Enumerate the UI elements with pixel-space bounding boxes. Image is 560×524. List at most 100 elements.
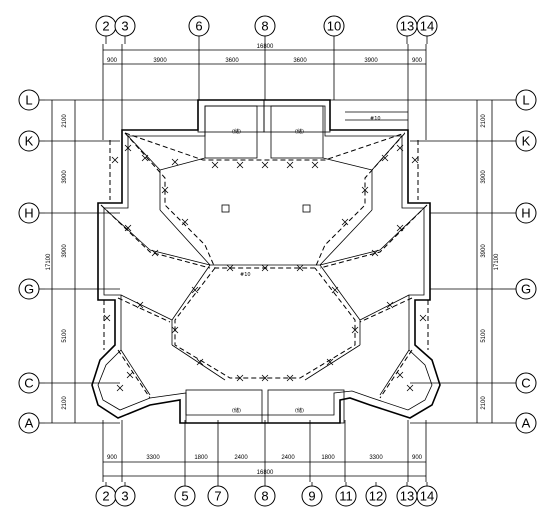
room-label-c: (储) xyxy=(232,407,241,414)
right-dimension-lines xyxy=(330,99,500,424)
room-label-a: (储) xyxy=(232,128,241,135)
air-terminal-cross xyxy=(341,218,349,226)
top-dimensions: 16800 900 3900 3600 3600 3900 900 xyxy=(107,44,423,64)
bottom-dim-5: 2400 xyxy=(281,455,295,461)
bottom-dim-6: 1800 xyxy=(321,455,335,461)
top-axis-2: 2 xyxy=(102,19,109,34)
air-terminal-cross xyxy=(371,249,379,257)
air-terminal-cross xyxy=(286,161,294,169)
left-total-dim: 17100 xyxy=(46,253,52,270)
air-terminal-cross xyxy=(261,161,269,169)
air-terminal-cross xyxy=(351,326,359,334)
air-terminal-cross xyxy=(236,374,244,382)
annotations: (储) (储) (储) (储) #10 #10 xyxy=(232,111,408,414)
air-terminal-cross xyxy=(226,264,234,272)
right-dim-2: 3900 xyxy=(481,170,487,184)
top-axis-13: 13 xyxy=(400,19,414,34)
top-dim-4: 3600 xyxy=(293,58,307,64)
air-terminal-cross xyxy=(326,358,334,366)
air-terminal-cross xyxy=(381,154,389,162)
air-terminal-cross xyxy=(111,156,119,164)
center-note: #10 xyxy=(240,272,251,278)
air-terminal-markers xyxy=(103,144,427,392)
right-dim-4: 5100 xyxy=(481,329,487,343)
air-terminal-cross xyxy=(406,384,414,392)
air-terminal-cross xyxy=(124,144,132,152)
bottom-dim-7: 3300 xyxy=(369,455,383,461)
top-axis-10: 10 xyxy=(327,19,341,34)
bottom-axis-2: 2 xyxy=(102,489,109,504)
right-dim-3: 3900 xyxy=(481,244,487,258)
right-axis-C: C xyxy=(521,376,530,391)
top-total-dim: 16800 xyxy=(257,44,274,50)
air-terminal-cross xyxy=(181,218,189,226)
bottom-axis-5: 5 xyxy=(181,489,188,504)
left-dim-4: 5100 xyxy=(62,329,68,343)
top-dim-2: 3900 xyxy=(153,58,167,64)
air-terminal-cross xyxy=(141,154,149,162)
right-axis-G: G xyxy=(521,282,531,297)
left-dim-2: 3900 xyxy=(62,170,68,184)
air-terminal-cross xyxy=(361,186,369,194)
room-label-d: (储) xyxy=(295,407,304,414)
air-terminal-cross xyxy=(211,161,219,169)
bottom-dim-1: 900 xyxy=(107,455,118,461)
left-axis-K: K xyxy=(25,134,34,149)
top-right-note: #10 xyxy=(370,116,381,122)
right-dimensions: 17100 2100 3900 3900 5100 2100 xyxy=(481,114,500,410)
air-terminal-cross xyxy=(161,186,169,194)
bottom-axis-13: 13 xyxy=(400,489,414,504)
air-terminal-cross xyxy=(136,301,144,309)
left-axis-H: H xyxy=(24,206,33,221)
bottom-axis-7: 7 xyxy=(214,489,221,504)
air-terminal-cross xyxy=(286,374,294,382)
top-dim-6: 900 xyxy=(412,58,423,64)
air-terminal-cross xyxy=(171,326,179,334)
air-terminal-cross xyxy=(151,249,159,257)
bottom-axis-11: 11 xyxy=(339,489,353,504)
bottom-dimensions: 16800 900 3300 1800 2400 2400 1800 3300 … xyxy=(107,455,423,476)
left-axis-C: C xyxy=(24,376,33,391)
top-dim-1: 900 xyxy=(107,58,118,64)
air-terminal-cross xyxy=(196,358,204,366)
left-axis-bubbles: L K H G C A xyxy=(18,89,40,434)
right-axis-K: K xyxy=(522,134,531,149)
right-axis-H: H xyxy=(521,206,530,221)
air-terminal-cross xyxy=(261,264,269,272)
air-terminal-cross xyxy=(191,286,199,294)
right-dim-5: 2100 xyxy=(481,396,487,410)
top-axis-3: 3 xyxy=(121,19,128,34)
air-terminal-cross xyxy=(311,161,319,169)
bottom-axis-12: 12 xyxy=(369,489,383,504)
left-dim-3: 3900 xyxy=(62,244,68,258)
right-axis-bubbles: L K H G C A xyxy=(515,89,537,434)
left-dim-1: 2100 xyxy=(62,114,68,128)
room-label-b: (储) xyxy=(295,128,304,135)
right-dim-1: 2100 xyxy=(481,114,487,128)
top-axis-14: 14 xyxy=(420,19,434,34)
top-dim-5: 3900 xyxy=(364,58,378,64)
bottom-axis-3: 3 xyxy=(121,489,128,504)
bottom-axis-bubbles: 2 3 5 7 8 9 11 12 13 14 xyxy=(95,485,438,507)
lightning-conductor-belt xyxy=(100,132,429,399)
left-axis-A: A xyxy=(25,416,34,431)
top-axis-bubbles: 2 3 6 8 10 13 14 xyxy=(95,15,438,37)
left-dimensions: 17100 2100 3900 3900 5100 2100 xyxy=(46,114,68,410)
top-dim-3: 3600 xyxy=(225,58,239,64)
air-terminal-cross xyxy=(419,314,427,322)
top-dimension-lines xyxy=(102,44,427,140)
air-terminal-cross xyxy=(396,371,404,379)
roof-outline xyxy=(91,99,441,424)
chimney-marks xyxy=(221,204,311,213)
left-axis-L: L xyxy=(25,93,32,108)
air-terminal-cross xyxy=(236,161,244,169)
bottom-axis-8: 8 xyxy=(261,489,268,504)
axis-leaders xyxy=(39,36,516,486)
air-terminal-cross xyxy=(124,224,132,232)
top-axis-6: 6 xyxy=(195,19,202,34)
bottom-total-dim: 16800 xyxy=(257,470,274,476)
bottom-dimension-lines xyxy=(102,420,427,482)
air-terminal-cross xyxy=(126,371,134,379)
right-axis-L: L xyxy=(522,93,529,108)
